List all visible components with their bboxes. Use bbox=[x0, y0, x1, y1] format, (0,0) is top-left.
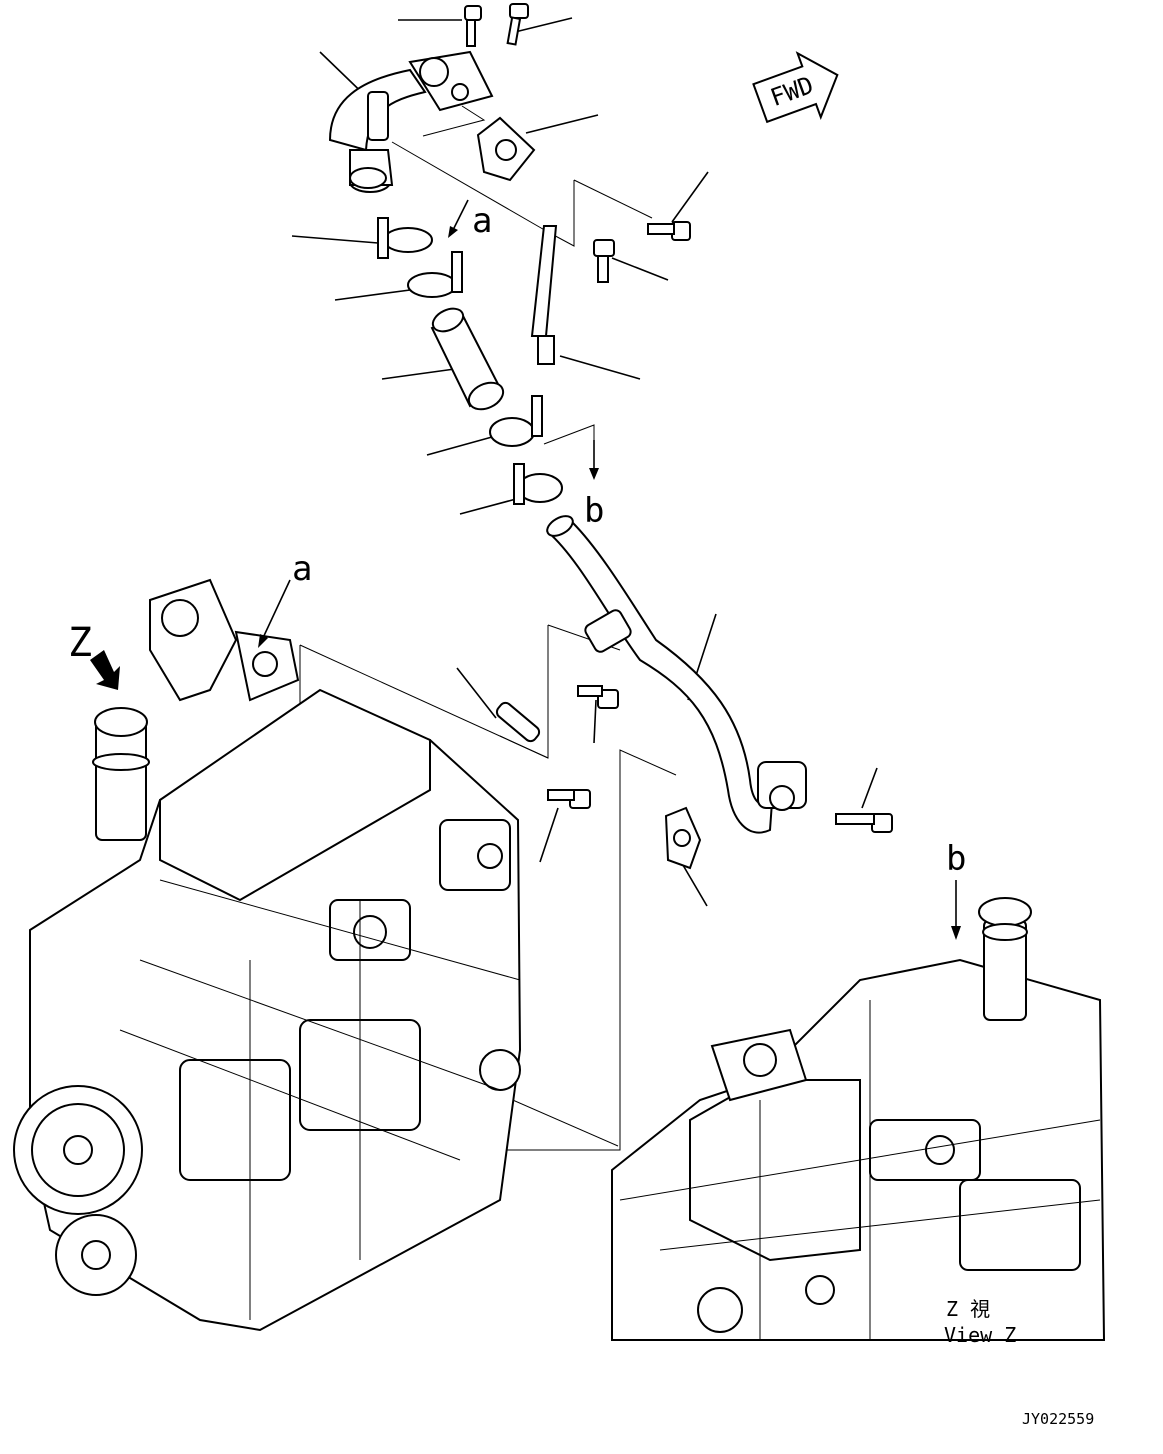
drawing-id: JY022559 bbox=[1022, 1410, 1094, 1428]
bolt-bracket-2 bbox=[593, 239, 615, 283]
water-pipe bbox=[546, 515, 807, 834]
label-z: Z bbox=[68, 620, 92, 666]
hose-clamp-3 bbox=[489, 395, 543, 447]
label-a-top: a bbox=[472, 201, 492, 241]
hose-clamp-4 bbox=[513, 463, 563, 505]
view-caption-en: View Z bbox=[944, 1323, 1016, 1347]
z-view-marker: Z bbox=[68, 620, 120, 690]
bolt-pipe-1 bbox=[577, 685, 619, 709]
hose-clamp-1 bbox=[377, 217, 433, 259]
engine-view-z bbox=[611, 897, 1106, 1341]
hose-clamp-2 bbox=[407, 251, 463, 298]
label-b-top: b bbox=[584, 491, 604, 531]
fwd-arrow-icon: FWD bbox=[752, 51, 839, 124]
arrow-b-view: b bbox=[946, 839, 966, 940]
bolt-bracket-1 bbox=[647, 221, 691, 241]
hatched-arrow-icon bbox=[90, 650, 120, 690]
spacer bbox=[495, 701, 541, 743]
bolt-pipe-3 bbox=[835, 813, 893, 833]
elbow-pipe bbox=[328, 50, 494, 193]
bracket bbox=[530, 225, 558, 365]
rubber-hose bbox=[430, 307, 505, 411]
view-caption-jp: Z 視 bbox=[946, 1297, 990, 1321]
gasket-lower bbox=[664, 806, 702, 870]
arrow-b-top: b bbox=[584, 440, 604, 531]
arrow-a-engine: a bbox=[258, 549, 312, 648]
label-a-engine: a bbox=[292, 549, 312, 589]
bolt-pipe-2 bbox=[547, 789, 591, 809]
gasket-top bbox=[476, 116, 536, 182]
bolt-top-right bbox=[506, 3, 529, 46]
bolt-top-left bbox=[464, 5, 482, 47]
arrow-a-top: a bbox=[448, 199, 492, 241]
label-b-view: b bbox=[946, 839, 966, 879]
engine-main bbox=[13, 578, 522, 1332]
